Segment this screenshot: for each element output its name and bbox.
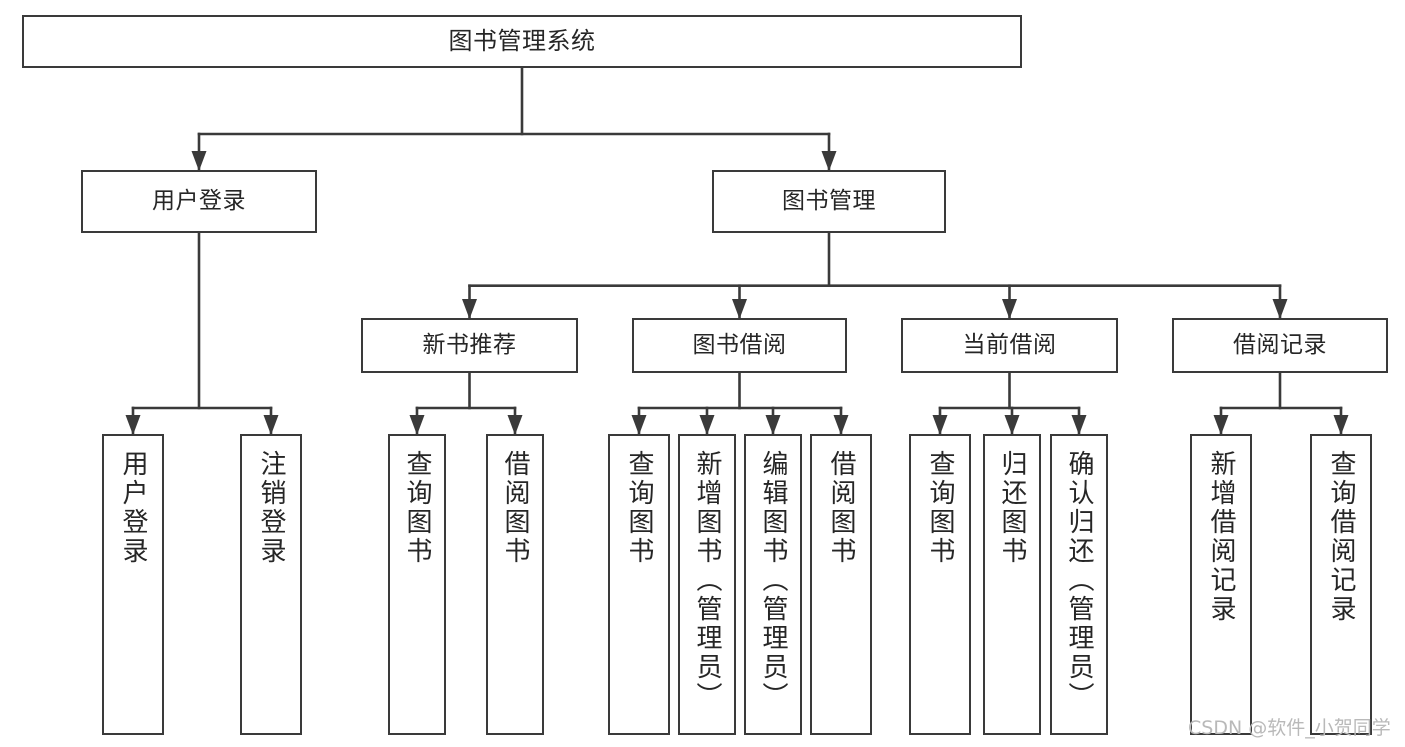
node-l-return-book[interactable]: 归还图书 <box>983 434 1041 735</box>
node-l-query-book-1[interactable]: 查询图书 <box>388 434 446 735</box>
node-n-book-borrow[interactable]: 图书借阅 <box>632 318 847 373</box>
node-l-user-logout[interactable]: 注销登录 <box>240 434 302 735</box>
node-l-query-record[interactable]: 查询借阅记录 <box>1310 434 1372 735</box>
node-label: 查询图书 <box>624 450 654 566</box>
node-label: 图书管理 <box>782 188 876 215</box>
node-label: 图书管理系统 <box>448 26 596 55</box>
node-label: 编辑图书（管理员） <box>758 450 788 711</box>
node-l-edit-book[interactable]: 编辑图书（管理员） <box>744 434 802 735</box>
node-l-query-book-3[interactable]: 查询图书 <box>909 434 971 735</box>
node-n-current-borrow[interactable]: 当前借阅 <box>901 318 1118 373</box>
node-l-add-record[interactable]: 新增借阅记录 <box>1190 434 1252 735</box>
node-label: 归还图书 <box>997 450 1027 566</box>
node-root[interactable]: 图书管理系统 <box>22 15 1022 68</box>
node-label: 查询图书 <box>925 450 955 566</box>
node-n-book-mgmt[interactable]: 图书管理 <box>712 170 946 233</box>
node-n-new-book-rec[interactable]: 新书推荐 <box>361 318 578 373</box>
node-label: 确认归还（管理员） <box>1064 450 1094 711</box>
node-l-confirm-return[interactable]: 确认归还（管理员） <box>1050 434 1108 735</box>
node-label: 用户登录 <box>152 188 246 215</box>
node-label: 查询借阅记录 <box>1326 450 1356 624</box>
node-label: 注销登录 <box>256 450 286 566</box>
node-label: 新增借阅记录 <box>1206 450 1236 624</box>
node-l-borrow-book-2[interactable]: 借阅图书 <box>810 434 872 735</box>
node-label: 用户登录 <box>118 450 148 566</box>
node-l-add-book[interactable]: 新增图书（管理员） <box>678 434 736 735</box>
node-label: 当前借阅 <box>962 332 1057 359</box>
node-label: 借阅图书 <box>826 450 856 566</box>
node-l-borrow-book-1[interactable]: 借阅图书 <box>486 434 544 735</box>
node-label: 新书推荐 <box>422 332 517 359</box>
node-label: 图书借阅 <box>692 332 787 359</box>
node-label: 借阅记录 <box>1233 332 1327 359</box>
node-label: 新增图书（管理员） <box>692 450 722 711</box>
node-label: 借阅图书 <box>500 450 530 566</box>
watermark-text: CSDN @软件_小贺同学 <box>1188 717 1391 739</box>
node-n-user-login[interactable]: 用户登录 <box>81 170 317 233</box>
node-n-borrow-record[interactable]: 借阅记录 <box>1172 318 1388 373</box>
node-l-query-book-2[interactable]: 查询图书 <box>608 434 670 735</box>
node-l-user-login[interactable]: 用户登录 <box>102 434 164 735</box>
node-label: 查询图书 <box>402 450 432 566</box>
